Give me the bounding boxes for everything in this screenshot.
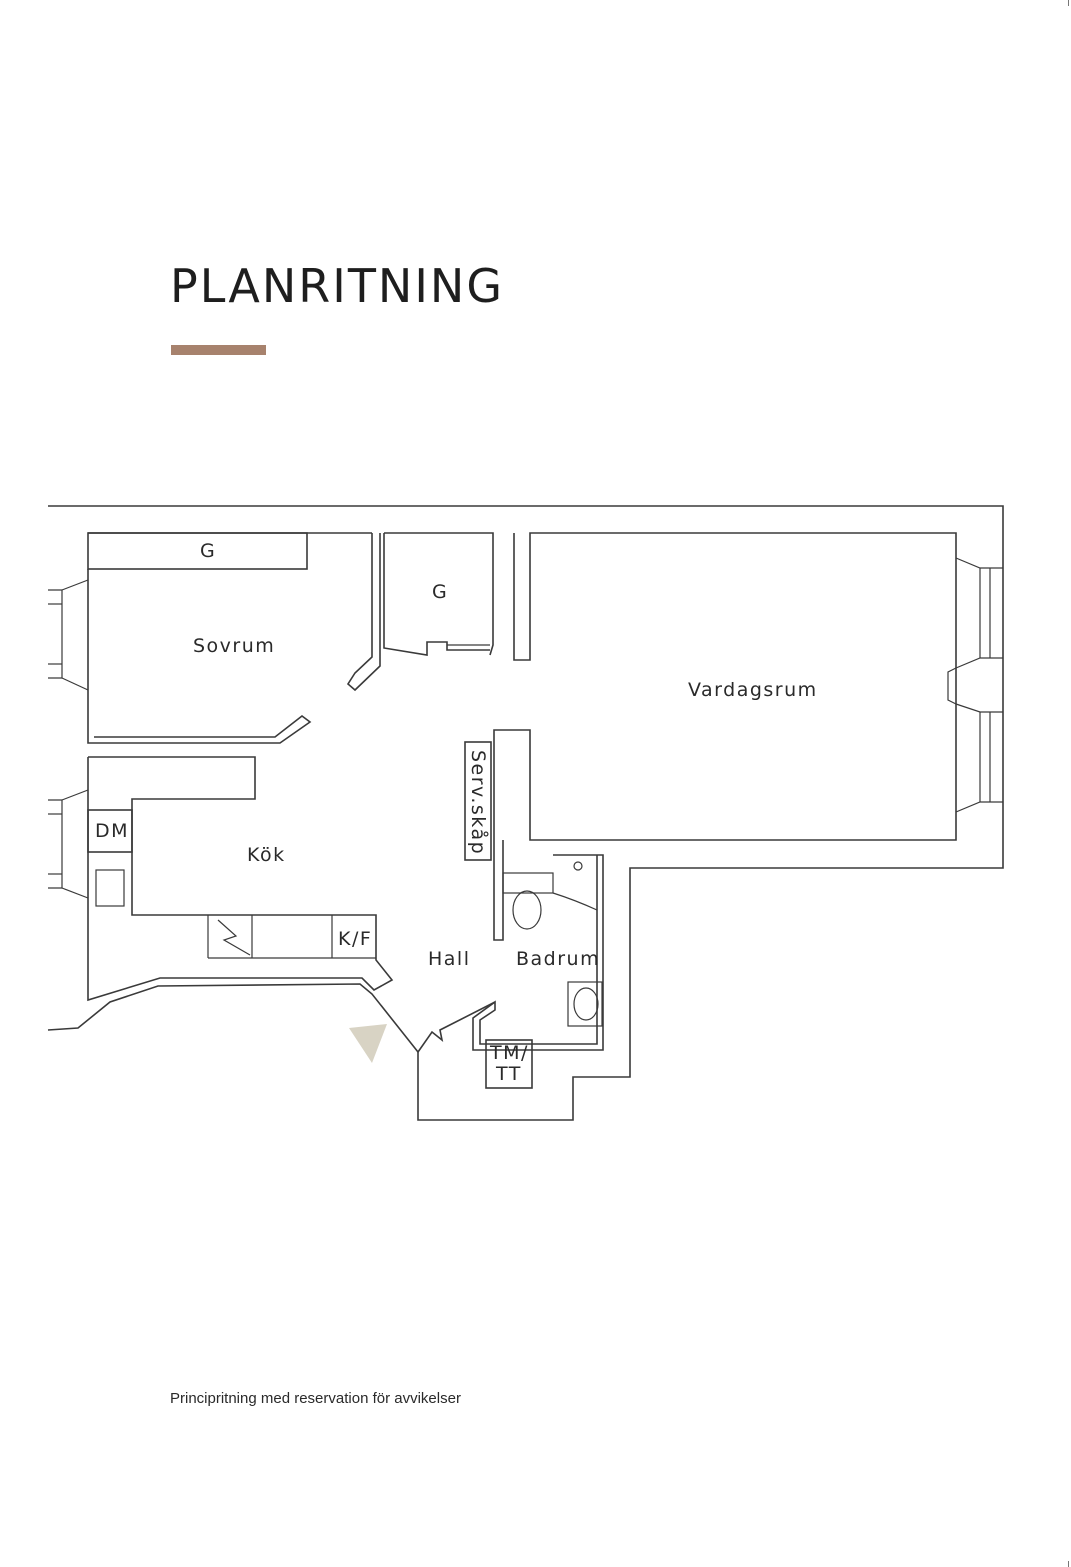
fridge-freezer-label: K/F — [338, 928, 372, 950]
entrance-marker — [349, 1024, 387, 1063]
middle-storage-walls — [383, 532, 494, 656]
building-outline — [48, 505, 1004, 1121]
bathroom-label: Badrum — [516, 948, 600, 970]
kitchen-walls — [87, 756, 394, 1002]
living-room-label: Vardagsrum — [688, 679, 818, 701]
bedroom-label: Sovrum — [193, 635, 275, 657]
dishwasher-label: DM — [95, 820, 129, 842]
storage-label-top-left: G — [200, 540, 216, 562]
washer-dryer-label-line1: TM/ — [489, 1042, 529, 1064]
corner-mark-top — [1068, 0, 1069, 6]
living-room-walls — [493, 532, 957, 941]
washer-dryer-label-line2: TT — [495, 1063, 522, 1085]
kitchen-label: Kök — [247, 844, 286, 866]
service-cabinet-label: Serv.skåp — [467, 750, 490, 855]
living-room-windows — [947, 557, 1003, 813]
corner-mark-bottom — [1068, 1561, 1069, 1567]
bedroom-walls — [87, 532, 381, 744]
page-title: PLANRITNING — [170, 259, 504, 313]
kitchen-window — [48, 789, 89, 899]
bedroom-window — [48, 579, 89, 691]
service-cabinet-box — [464, 741, 492, 861]
entry-curve-wall — [47, 983, 419, 1053]
disclaimer-note: Principritning med reservation för avvik… — [170, 1390, 461, 1407]
hall-walls — [417, 1001, 533, 1089]
storage-label-middle: G — [432, 581, 448, 603]
title-accent-bar — [171, 345, 266, 355]
floor-plan: G Sovrum G Vardagsrum DM Kök Serv.skåp K… — [47, 505, 1004, 1121]
hall-label: Hall — [428, 948, 471, 970]
